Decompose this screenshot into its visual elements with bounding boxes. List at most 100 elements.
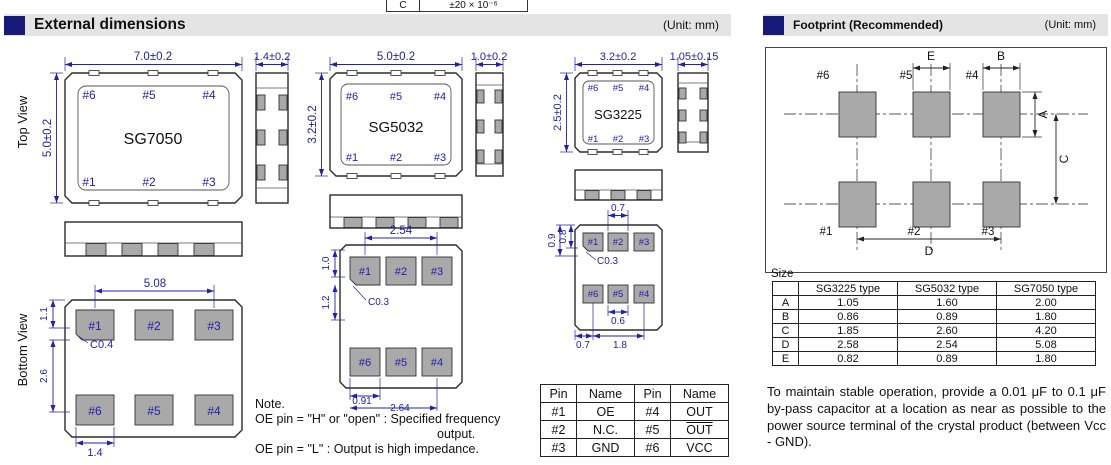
pin-name-table: Pin Name Pin Name #1 OE #4 OUT #2 N.C. #… <box>540 384 729 457</box>
oe-note: Note. OE pin = "H" or "open" : Specified… <box>255 397 535 457</box>
section-title: External dimensions <box>34 16 186 33</box>
sg5032-thickness-dimension: 1.0±0.2 <box>471 51 508 71</box>
dimension-B: B <box>982 49 1021 90</box>
fp-pad-3 <box>982 181 1021 228</box>
size-table-caption: Size <box>771 268 794 280</box>
pin-label: #6 <box>82 88 96 102</box>
pin-cell: #6 <box>634 438 671 457</box>
pin-table-header: Pin <box>634 384 671 403</box>
pin-label: #2 <box>613 134 624 145</box>
out-bar-label: OUT <box>686 422 713 437</box>
dimension-text: 0.7 <box>611 203 625 214</box>
pin-cell: #1 <box>540 402 577 421</box>
pin-label: #2 <box>390 152 402 164</box>
fp-pad-label: #2 <box>908 226 921 238</box>
table-row: E 0.82 0.89 1.80 <box>772 351 1096 366</box>
sg7050-chamfer-callout: C0.4 <box>78 336 113 351</box>
sg3225-width-dimension: 3.2±0.2 <box>574 51 663 71</box>
footprint-header: Footprint (Recommended) (Unit: mm) <box>763 14 1108 36</box>
pad-label: #4 <box>639 289 650 300</box>
fp-pad-label: #6 <box>817 70 830 82</box>
dimension-text: 5.0±0.2 <box>42 119 54 157</box>
pin-cell: #3 <box>540 438 577 457</box>
size-key: C <box>772 323 799 338</box>
fp-pad-1 <box>838 181 877 228</box>
name-cell: OUT <box>670 402 729 421</box>
sg3225-top-dimension: 0.7 <box>607 203 629 231</box>
fp-pad-6 <box>838 91 877 138</box>
sg7050-front-view <box>64 221 243 257</box>
name-cell: VCC <box>670 438 729 457</box>
name-cell: OUT <box>670 420 729 439</box>
bypass-capacitor-note: To maintain stable operation, provide a … <box>767 384 1106 450</box>
pad-label: #3 <box>639 237 650 248</box>
pad-3 <box>194 309 234 341</box>
table-row: B 0.86 0.89 1.80 <box>772 309 1096 324</box>
section-marker-icon <box>763 15 784 35</box>
pad-label: #1 <box>88 319 102 333</box>
pad-label: #3 <box>431 266 443 278</box>
sg7050-pad-width-dimension: 1.4 <box>75 427 115 459</box>
fp-pad-label: #5 <box>900 70 913 82</box>
dimension-D: D <box>857 236 1001 258</box>
sg7050-bottom-view: #1 #2 #3 #6 #5 #4 5.08 1.1 2.6 1.4 C0.4 <box>39 278 243 459</box>
pin-label: #4 <box>639 83 650 94</box>
dimension-text: 7.0±0.2 <box>134 51 172 63</box>
pad-4 <box>421 347 453 377</box>
pad-label: #6 <box>359 357 371 369</box>
sg3225-front-view <box>574 169 663 201</box>
fp-pad-label: #1 <box>820 226 833 238</box>
dimension-text: 1.0±0.2 <box>471 51 508 63</box>
sg3225-bottom-view: #1 #2 #3 #6 #5 #4 0.7 0.8 0.9 C0.3 0.6 <box>547 203 663 351</box>
sg5032-dim2: 1.2 <box>321 285 345 321</box>
pad-label: #2 <box>613 237 624 248</box>
package-name: SG5032 <box>368 119 423 136</box>
fp-pad-label: #3 <box>982 226 995 238</box>
pad-label: #2 <box>395 266 407 278</box>
sg3225-mid-dimension: 0.6 <box>607 305 629 327</box>
dimension-text: 5.0±0.2 <box>377 51 415 63</box>
sg7050-pad-pitch-dimension: 5.08 <box>94 278 215 308</box>
size-value: 0.86 <box>798 309 898 324</box>
footprint-pad-labels: #6 #5 #4 #1 #2 #3 <box>817 70 995 238</box>
size-value: 2.60 <box>897 323 997 338</box>
pad-5 <box>385 347 417 377</box>
fragment-row-label: C <box>386 0 420 12</box>
sg3225-height-dimension: 2.5±0.2 <box>552 72 573 153</box>
dim-label: D <box>925 244 934 258</box>
pad-label: #5 <box>395 357 407 369</box>
size-value: 2.00 <box>996 295 1096 310</box>
unit-label: (Unit: mm) <box>663 18 719 32</box>
sg3225-thickness-dimension: 1.05±0.15 <box>670 51 719 71</box>
pin-label: #5 <box>142 88 156 102</box>
footprint-diagram-box: E B A C D #6 #5 #4 #1 #2 #3 <box>765 47 1107 273</box>
size-value: 5.08 <box>996 337 1096 352</box>
cropped-table-fragment: C ±20 × 10⁻⁶ <box>386 0 528 12</box>
pad-5 <box>134 394 174 426</box>
sg7050-height-dimension: 5.0±0.2 <box>42 72 63 204</box>
pad-2 <box>385 256 417 286</box>
sg5032-pad-width-dimension: 0.91 <box>349 378 381 407</box>
pin-label: #3 <box>639 134 650 145</box>
pin-label: #3 <box>434 152 446 164</box>
sg5032-chamfer-callout: C0.3 <box>352 285 390 308</box>
size-value: 1.85 <box>798 323 898 338</box>
pad-label: #4 <box>207 404 221 418</box>
dimension-text: 5.08 <box>144 278 166 290</box>
dimension-C: C <box>1053 114 1071 204</box>
dimension-text: 3.2±0.2 <box>307 105 319 143</box>
size-header: SG5032 type <box>897 281 997 296</box>
size-value: 2.58 <box>798 337 898 352</box>
pin-table-header: Pin <box>540 384 577 403</box>
pad-1 <box>75 309 115 341</box>
pad-label: #5 <box>613 289 624 300</box>
dimension-text: 1.05±0.15 <box>670 51 719 63</box>
size-value: 1.80 <box>996 351 1096 366</box>
sg7050-thickness-dimension: 1.4±0.2 <box>254 51 290 71</box>
footprint-pads <box>838 91 1021 228</box>
sg5032-dim1: 1.0 <box>321 249 345 278</box>
table-row: D 2.58 2.54 5.08 <box>772 337 1096 352</box>
table-row: #2 N.C. #5 OUT <box>540 420 729 439</box>
pin-label: #3 <box>202 175 216 189</box>
fp-pad-5 <box>912 91 951 138</box>
